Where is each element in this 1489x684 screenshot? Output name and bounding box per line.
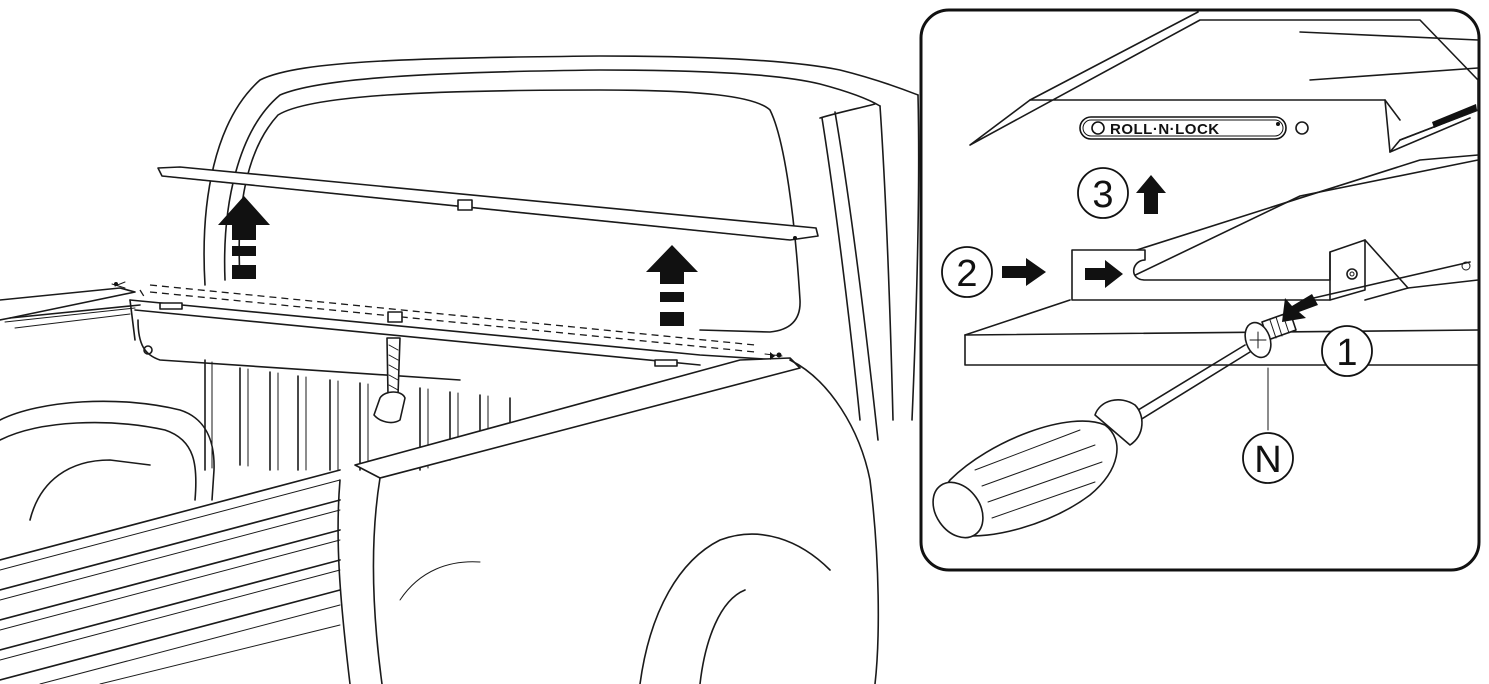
callout-part-n: N xyxy=(1242,432,1294,484)
callout-step-3-label: 3 xyxy=(1092,174,1113,216)
rear-window xyxy=(238,89,801,333)
right-bed-side xyxy=(354,357,801,479)
brand-logo-text: ROLL·N·LOCK xyxy=(1110,121,1220,138)
left-wheel-well xyxy=(0,400,215,501)
header-rail xyxy=(157,166,819,241)
right-arrow-icon xyxy=(1002,258,1046,286)
callout-step-1-label: 1 xyxy=(1336,332,1357,374)
rail-hole xyxy=(1295,121,1309,135)
bed-bulkhead xyxy=(129,299,781,361)
callout-step-2-label: 2 xyxy=(956,253,977,295)
up-arrow-icon xyxy=(1136,175,1166,214)
bed-ribs xyxy=(204,359,511,471)
callout-part-n-label: N xyxy=(1254,439,1281,481)
left-side-rail xyxy=(0,287,136,321)
detail-inset: ROLL·N·LOCK xyxy=(919,8,1481,572)
up-arrow-icon xyxy=(218,196,270,279)
callout-step-2: 2 xyxy=(941,246,993,298)
callout-step-1: 1 xyxy=(1321,325,1373,377)
down-left-arrow-icon xyxy=(1282,294,1318,322)
up-arrow-icon xyxy=(646,245,698,326)
brand-logo: ROLL·N·LOCK xyxy=(1079,116,1287,140)
bracket xyxy=(1071,239,1366,301)
cab-outline xyxy=(203,55,919,286)
right-arrow-icon xyxy=(1085,260,1123,288)
screwdriver xyxy=(932,344,1251,539)
truck-bed-view xyxy=(0,55,920,684)
pull-strap xyxy=(373,337,406,424)
bed-floor xyxy=(0,469,341,684)
rail-original-position xyxy=(149,284,756,346)
callout-step-3: 3 xyxy=(1077,167,1129,219)
